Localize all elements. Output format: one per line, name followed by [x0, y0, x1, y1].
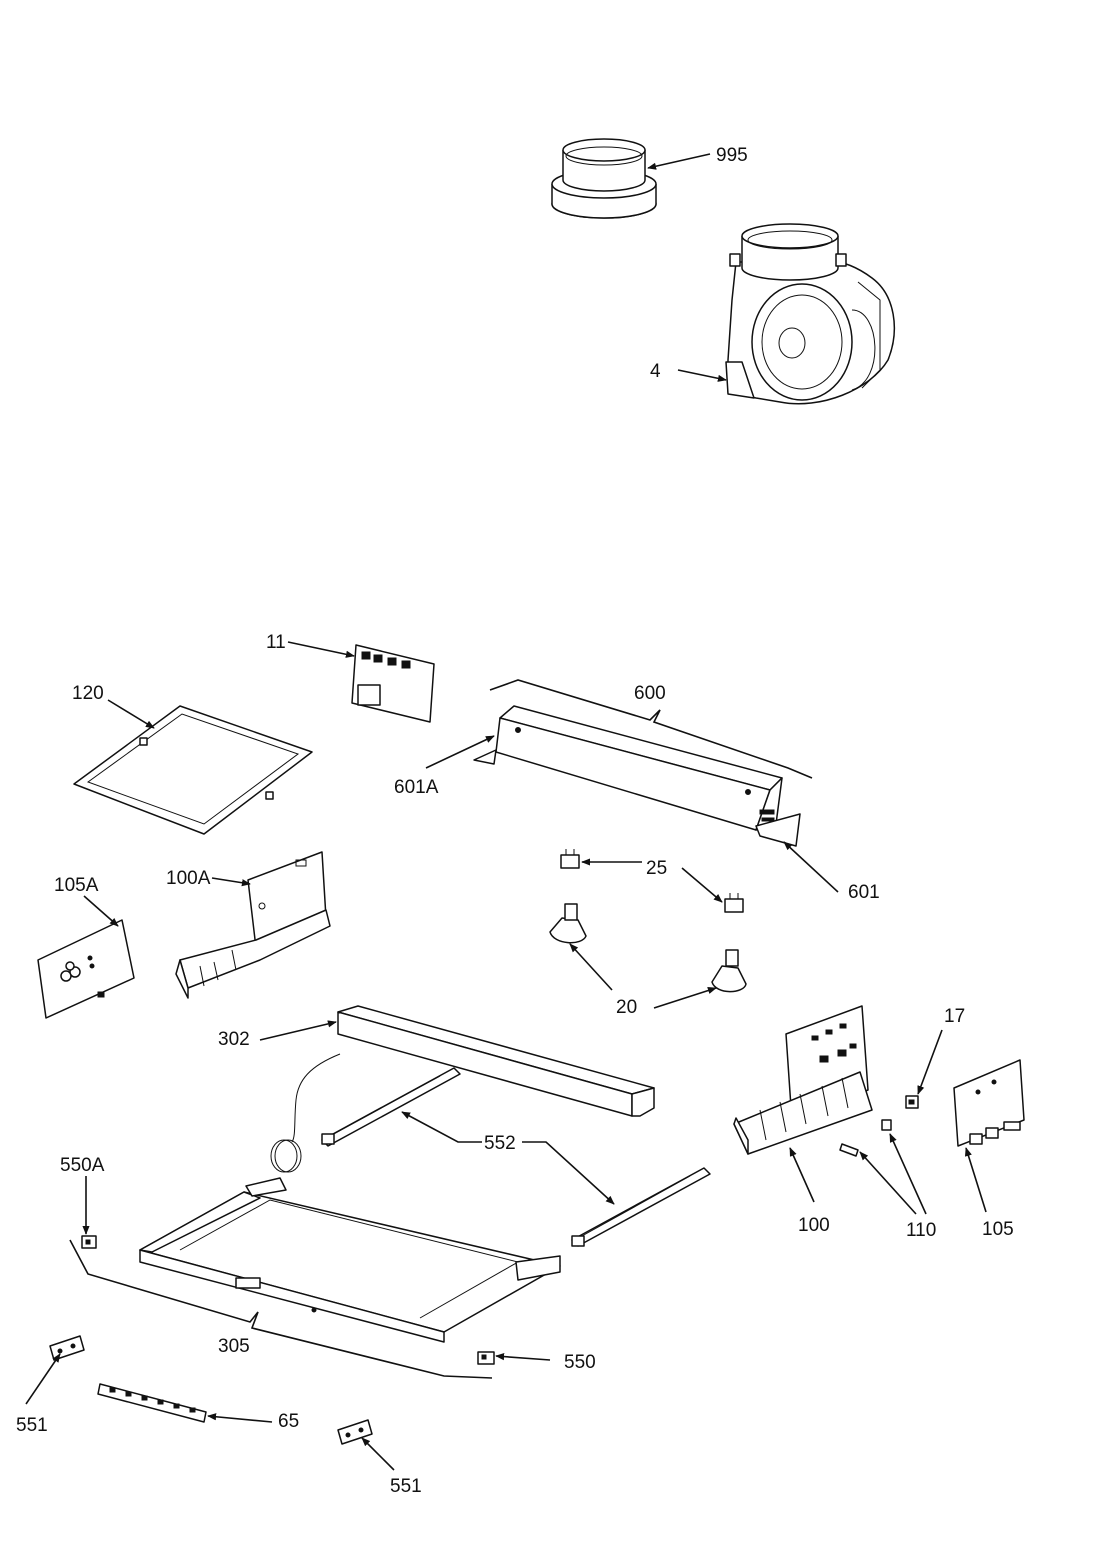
label-105: 105	[982, 1219, 1014, 1240]
part-305-frame	[139, 1177, 561, 1343]
part-65-control-strip	[97, 1383, 207, 1423]
part-995-duct-adapter	[551, 138, 657, 219]
part-552-rails	[321, 1067, 711, 1247]
power-cord	[270, 1053, 341, 1173]
part-4-blower-motor	[725, 223, 895, 405]
part-302-channel	[337, 1005, 655, 1117]
part-120-filter-frame	[73, 705, 313, 835]
label-110: 110	[906, 1220, 936, 1241]
label-550: 550	[564, 1352, 596, 1373]
label-65: 65	[278, 1411, 299, 1432]
part-600-light-housing	[473, 705, 801, 847]
label-4: 4	[650, 361, 661, 382]
part-110-plugs	[839, 1119, 892, 1157]
bracket-600	[489, 679, 813, 779]
part-550a-clip	[81, 1235, 97, 1249]
label-600: 600	[634, 683, 666, 704]
label-302: 302	[218, 1029, 250, 1050]
label-995: 995	[716, 145, 748, 166]
label-552: 552	[484, 1133, 516, 1154]
part-551-hinge-plate-right	[337, 1419, 373, 1445]
label-601: 601	[848, 882, 880, 903]
label-120: 120	[72, 683, 104, 704]
part-551-hinge-plate-left	[49, 1335, 85, 1361]
part-100a-bracket	[175, 851, 331, 999]
label-305: 305	[218, 1336, 250, 1357]
label-105a: 105A	[54, 875, 99, 896]
part-17-switch	[905, 1095, 919, 1109]
part-11-control-board	[351, 644, 435, 723]
label-100: 100	[798, 1215, 830, 1236]
leader-lines	[25, 153, 987, 1471]
bracket-305	[69, 1239, 493, 1379]
label-17: 17	[944, 1006, 965, 1027]
part-20-halogen-lamps	[549, 903, 747, 993]
label-550a: 550A	[60, 1155, 105, 1176]
part-25-lamp-sockets	[560, 849, 744, 913]
part-105a-board	[37, 919, 135, 1019]
label-11: 11	[266, 632, 286, 653]
part-550-clip	[477, 1351, 495, 1365]
label-100a: 100A	[166, 868, 211, 889]
label-20: 20	[616, 997, 637, 1018]
label-601a: 601A	[394, 777, 439, 798]
part-105-board	[953, 1059, 1025, 1147]
part-labels: 995 4 11 120 600 601A 601 25 105A 100A 2…	[16, 145, 1014, 1497]
label-551-left: 551	[16, 1415, 48, 1436]
label-25: 25	[646, 858, 667, 879]
label-551-right: 551	[390, 1476, 422, 1497]
part-100-control-housing	[733, 1005, 873, 1155]
